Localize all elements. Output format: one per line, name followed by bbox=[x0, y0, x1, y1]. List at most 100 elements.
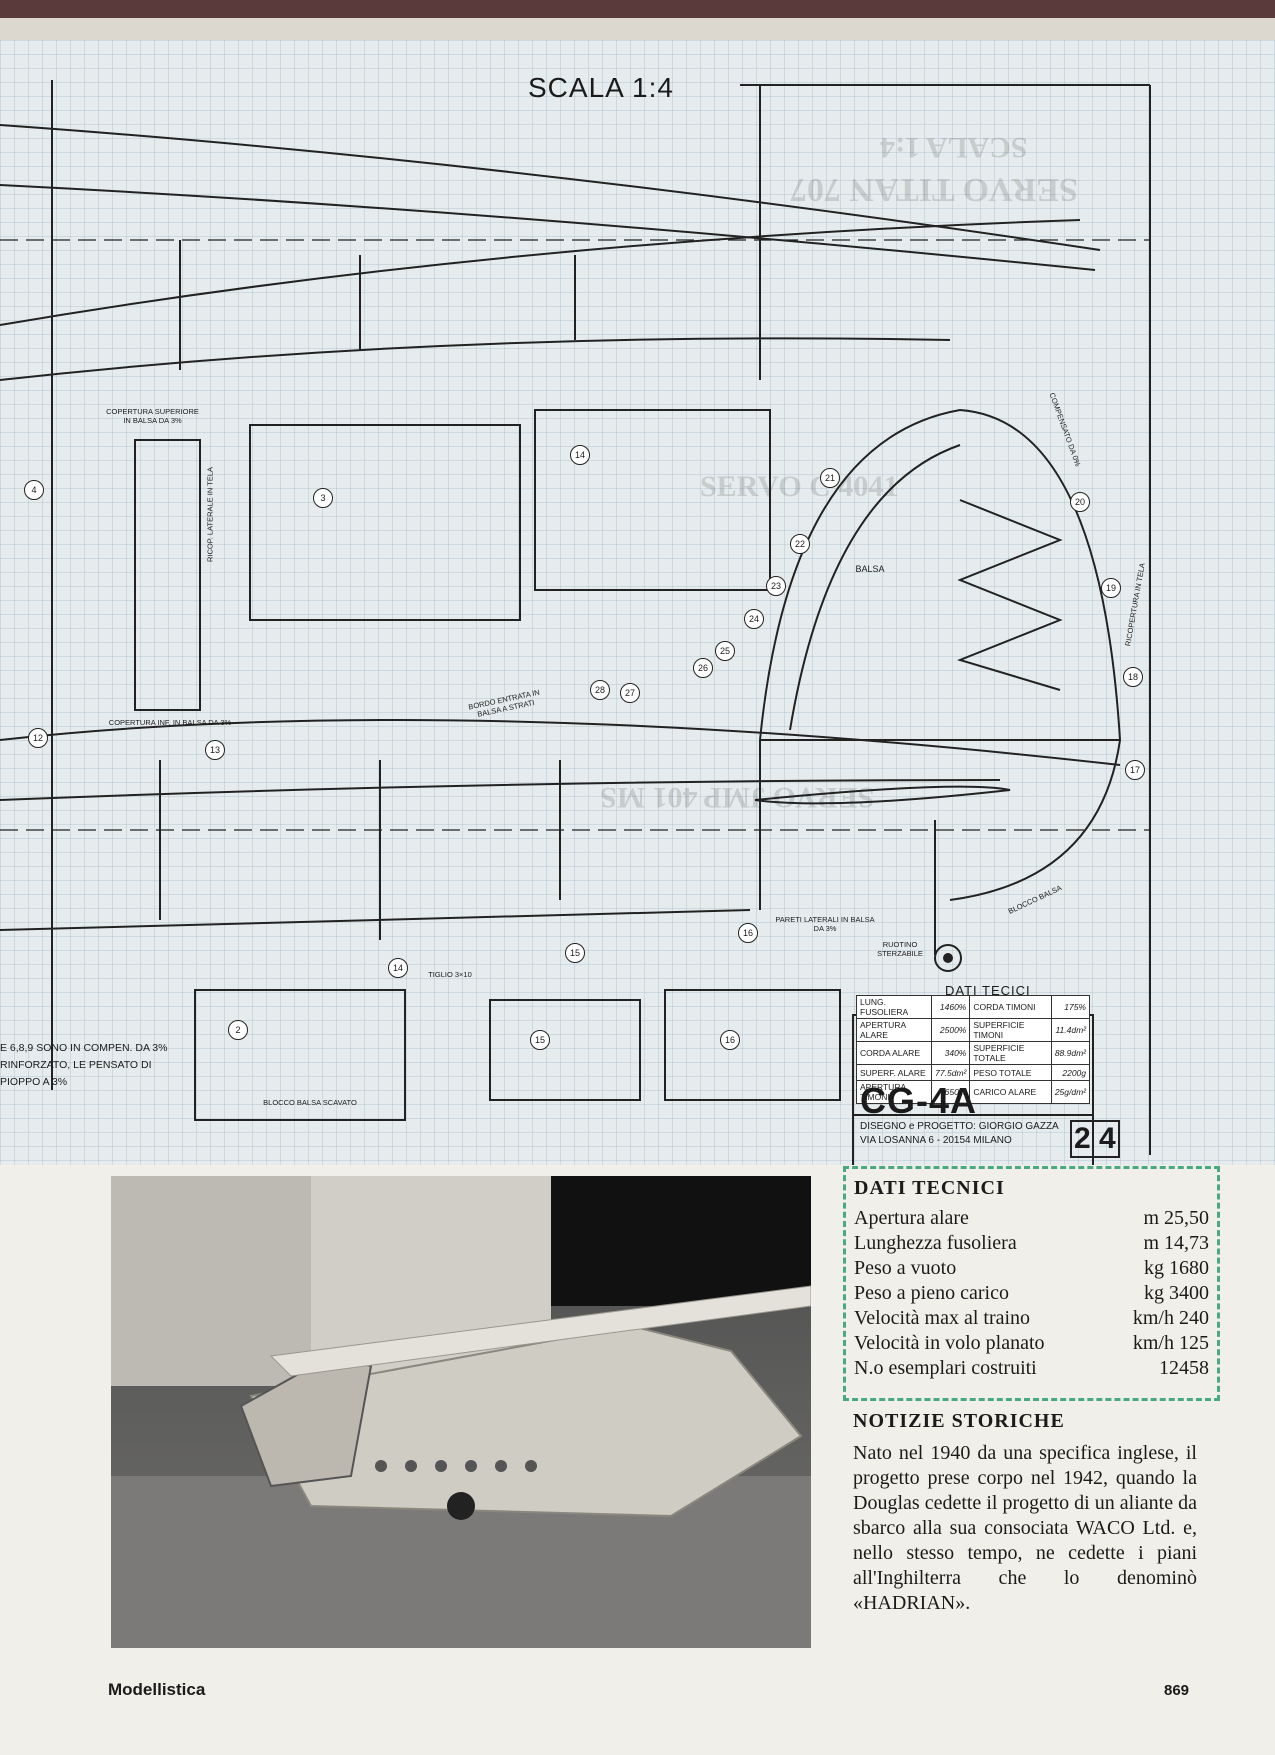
plan-dati-value: 2200g bbox=[1050, 1064, 1091, 1081]
part-number-3: 3 bbox=[313, 488, 333, 508]
magazine-name: Modellistica bbox=[108, 1680, 206, 1699]
ghost-servo-titan: SERVO TITAN 707 bbox=[790, 171, 1078, 208]
plan-dati-title: DATI TECICI bbox=[945, 983, 1031, 998]
designer-info: DISEGNO e PROGETTO: GIORGIO GAZZA VIA LO… bbox=[860, 1120, 1059, 1148]
label-pareti-laterali: PARETI LATERALI IN BALSA DA 3% bbox=[775, 915, 875, 933]
dati-tecnici-row: Velocità in volo planato km/h 125 bbox=[854, 1331, 1209, 1356]
plan-dati-value: 77.5dm² bbox=[931, 1064, 971, 1081]
dati-tecnici-label: Peso a pieno carico bbox=[854, 1282, 1009, 1304]
ghost-scala: SCALA 1:4 bbox=[880, 131, 1028, 164]
notizie-body: Nato nel 1940 da una specifica inglese, … bbox=[853, 1442, 1197, 1614]
part-number-28: 28 bbox=[590, 680, 610, 700]
plan-dati-value: 25g/dm² bbox=[1050, 1080, 1091, 1104]
centine-note-text: E 6,8,9 SONO IN COMPEN. DA 3% RINFORZATO… bbox=[0, 1042, 168, 1088]
plan-dati-value: 2500% bbox=[931, 1018, 971, 1042]
part-number-19: 19 bbox=[1101, 578, 1121, 598]
part-number-4: 4 bbox=[24, 480, 44, 500]
photo-doorway bbox=[551, 1176, 811, 1306]
photo-wall-left bbox=[111, 1176, 311, 1386]
part-number-14: 14 bbox=[570, 445, 590, 465]
dati-tecnici-label: Velocità max al traino bbox=[854, 1307, 1031, 1329]
plan-dati-value: 650% bbox=[931, 1080, 971, 1104]
part-number-25: 25 bbox=[715, 641, 735, 661]
plan-dati-value: 175% bbox=[1050, 995, 1091, 1019]
part-number-14b: 14 bbox=[388, 958, 408, 978]
plan-dati-label: PESO TOTALE bbox=[969, 1064, 1052, 1081]
part-number-26: 26 bbox=[693, 658, 713, 678]
glider-model-image bbox=[239, 1285, 811, 1520]
part-number-15: 15 bbox=[565, 943, 585, 963]
dati-tecnici-title: DATI TECNICI bbox=[854, 1177, 1005, 1199]
part-number-16: 16 bbox=[738, 923, 758, 943]
dati-tecnici-label: Lunghezza fusoliera bbox=[854, 1232, 1017, 1254]
dati-tecnici-value: kg 1680 bbox=[1144, 1257, 1209, 1279]
ghost-servo-c4041: SERVO C 4041 bbox=[700, 470, 899, 503]
notizie-storiche: NOTIZIE STORICHE Nato nel 1940 da una sp… bbox=[853, 1410, 1197, 1616]
part-number-15b: 15 bbox=[530, 1030, 550, 1050]
dati-tecnici-row: Lunghezza fusoliera m 14,73 bbox=[854, 1231, 1209, 1256]
plan-dati-value: 88.9dm² bbox=[1050, 1041, 1091, 1065]
dati-tecnici-value: km/h 125 bbox=[1132, 1332, 1209, 1354]
label-copertura-inf: COPERTURA INF. IN BALSA DA 3% bbox=[108, 718, 232, 727]
dati-tecnici-value: m 14,73 bbox=[1143, 1232, 1209, 1254]
page-top-margin bbox=[0, 18, 1275, 40]
part-number-20: 20 bbox=[1070, 492, 1090, 512]
part-number-12: 12 bbox=[28, 728, 48, 748]
part-number-18: 18 bbox=[1123, 667, 1143, 687]
ghost-servo-jmp: SERVO JMP 401 MS bbox=[600, 781, 875, 814]
part-number-2: 2 bbox=[228, 1020, 248, 1040]
label-balsa: BALSA bbox=[855, 564, 885, 574]
dati-tecnici-label: Velocità in volo planato bbox=[854, 1332, 1045, 1354]
dati-tecnici-row: Peso a vuoto kg 1680 bbox=[854, 1256, 1209, 1281]
label-copertura-superiore: COPERTURA SUPERIORE IN BALSA DA 3% bbox=[106, 407, 199, 425]
label-tiglio: TIGLIO 3×10 bbox=[428, 970, 472, 979]
part-number-27: 27 bbox=[620, 683, 640, 703]
part-number-24: 24 bbox=[744, 609, 764, 629]
dati-tecnici-value: 12458 bbox=[1159, 1357, 1209, 1379]
label-ricop-laterale: RICOP. LATERALE IN TELA bbox=[205, 466, 215, 563]
plan-dati-label: CARICO ALARE bbox=[969, 1080, 1052, 1104]
centine-note: E 6,8,9 SONO IN COMPEN. DA 3% RINFORZATO… bbox=[0, 1040, 175, 1091]
scale-label: SCALA 1:4 bbox=[528, 72, 674, 103]
plan-dati-label: APERTURA ALARE bbox=[855, 1018, 933, 1042]
plan-dati-label: CORDA TIMONI bbox=[969, 995, 1052, 1019]
model-name: CG-4A bbox=[860, 1080, 978, 1121]
sheet-number: 2 4 bbox=[1070, 1120, 1120, 1158]
part-number-22: 22 bbox=[790, 534, 810, 554]
part-number-21: 21 bbox=[820, 468, 840, 488]
dati-tecnici-label: Apertura alare bbox=[854, 1207, 969, 1229]
plan-dati-value: 340% bbox=[931, 1041, 971, 1065]
plan-dati-label: APERTURA TIMONI bbox=[855, 1080, 933, 1104]
part-number-17: 17 bbox=[1125, 760, 1145, 780]
model-photo bbox=[111, 1176, 811, 1648]
dati-tecnici-value: m 25,50 bbox=[1143, 1207, 1209, 1229]
dati-tecnici-label: Peso a vuoto bbox=[854, 1257, 957, 1279]
plan-dati-label: SUPERFICIE TOTALE bbox=[969, 1041, 1052, 1065]
dati-tecnici-value: km/h 240 bbox=[1132, 1307, 1209, 1329]
label-ruotino: RUOTINO STERZABILE bbox=[877, 940, 923, 958]
part-number-23: 23 bbox=[766, 576, 786, 596]
dati-tecnici-row: Apertura alare m 25,50 bbox=[854, 1206, 1209, 1231]
dati-tecnici-label: N.o esemplari costruiti bbox=[854, 1357, 1037, 1379]
page-number: 869 bbox=[1164, 1682, 1190, 1699]
plan-dati-label: SUPERF. ALARE bbox=[855, 1064, 933, 1081]
page-top-edge bbox=[0, 0, 1275, 18]
plan-dati-value: 11.4dm² bbox=[1050, 1018, 1091, 1042]
designer-line-1: DISEGNO e PROGETTO: GIORGIO GAZZA bbox=[860, 1121, 1059, 1132]
dati-tecnici-row: Velocità max al traino km/h 240 bbox=[854, 1306, 1209, 1331]
part-number-16b: 16 bbox=[720, 1030, 740, 1050]
part-number-13: 13 bbox=[205, 740, 225, 760]
dati-tecnici-row: N.o esemplari costruiti 12458 bbox=[854, 1356, 1209, 1381]
plan-dati-label: LUNG. FUSOLIERA bbox=[855, 995, 933, 1019]
plan-dati-value: 1460% bbox=[931, 995, 971, 1019]
plan-dati-label: SUPERFICIE TIMONI bbox=[969, 1018, 1052, 1042]
